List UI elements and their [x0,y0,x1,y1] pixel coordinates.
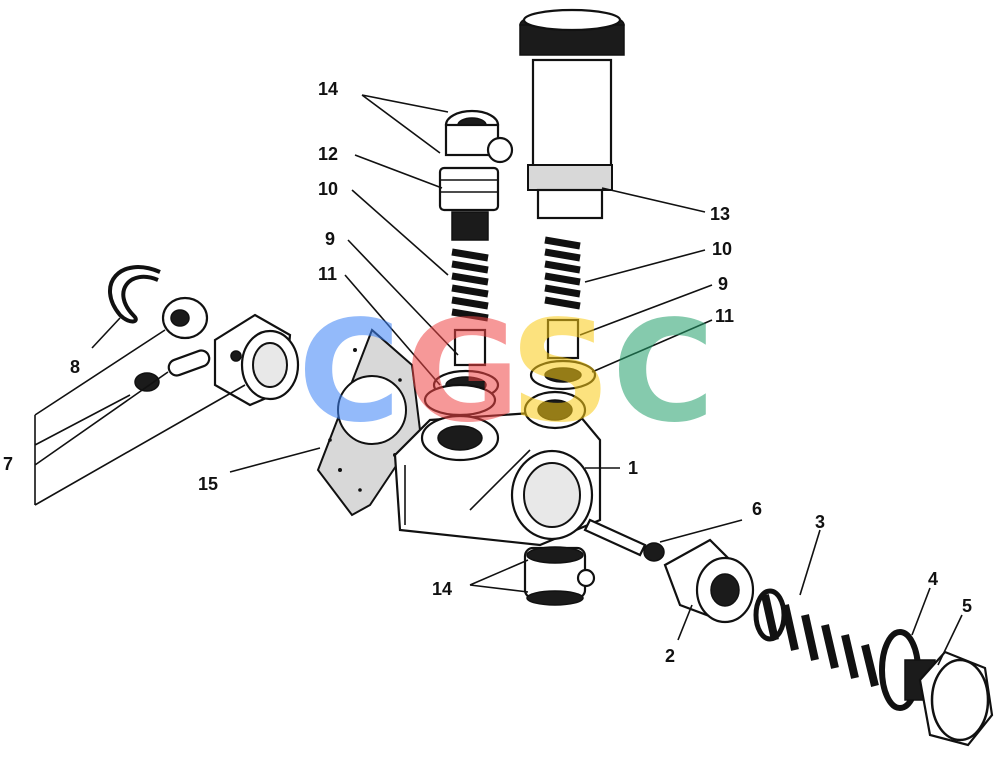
callout-9-left: 9 [325,229,335,249]
callout-14-upper: 14 [318,79,338,99]
plug-5 [904,650,994,747]
callout-14-lower: 14 [432,579,452,599]
snap-ring-8 [108,265,161,324]
watermark-letter-1: C [298,291,401,454]
callout-13: 13 [710,204,730,224]
spring-3 [753,588,879,687]
hand-primer-13 [519,8,625,391]
roller-assembly-7 [134,296,300,407]
callout-5: 5 [962,596,972,616]
callout-15: 15 [198,474,218,494]
watermark-letter-3: S [510,291,611,454]
gasket-15 [316,328,422,517]
watermark-letter-2: G [405,291,520,454]
leader-lines [34,94,963,666]
callout-4: 4 [928,569,938,589]
callout-3: 3 [815,512,825,532]
pump-body-1 [393,390,602,547]
callout-11-left: 11 [318,264,337,284]
banjo-fitting-14-lower [523,546,596,606]
callout-10-right: 10 [712,239,732,259]
callout-11-right: 11 [715,306,734,326]
watermark-letter-4: C [612,291,715,454]
watermark: C G S C [298,291,715,454]
valve-stack-left [423,109,514,417]
callout-10-left: 10 [318,179,338,199]
callout-6: 6 [752,499,762,519]
valve-pin-6 [583,518,665,562]
callout-2: 2 [665,646,675,666]
callout-12: 12 [318,144,338,164]
callout-8: 8 [70,357,80,377]
callout-7: 7 [3,454,13,474]
piston-2 [663,538,755,624]
callout-9-right: 9 [718,274,728,294]
callout-1: 1 [628,458,638,478]
